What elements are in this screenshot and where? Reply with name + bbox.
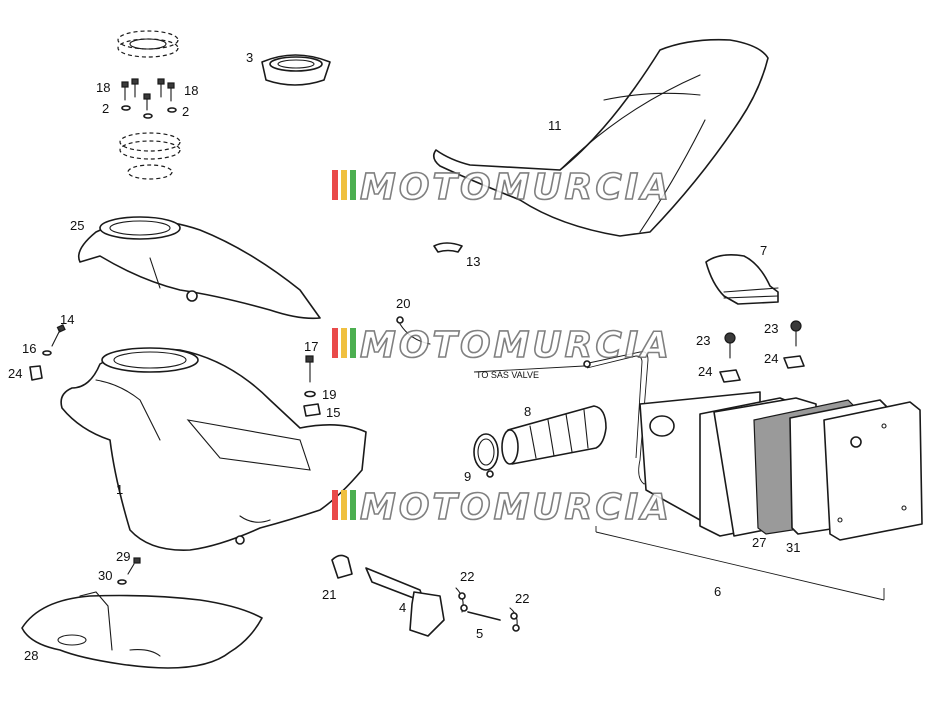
watermark-middle: MOTOMURCIA (332, 324, 672, 367)
callout-27: 27 (752, 535, 766, 550)
callout-6: 6 (714, 584, 721, 599)
callout-21: 21 (322, 587, 336, 602)
callout-3: 3 (246, 50, 253, 65)
airbox-hardware (719, 320, 805, 383)
callout-4: 4 (399, 600, 406, 615)
callout-22: 22 (460, 569, 474, 584)
callout-22: 22 (515, 591, 529, 606)
callout-9: 9 (464, 469, 471, 484)
callout-2: 2 (182, 104, 189, 119)
callout-14: 14 (60, 312, 74, 327)
callout-29: 29 (116, 549, 130, 564)
callout-11: 11 (548, 118, 562, 133)
callout-23: 23 (764, 321, 778, 336)
fuel-tank-part (60, 347, 367, 551)
callout-23: 23 (696, 333, 710, 348)
grommet-part (261, 54, 331, 86)
callout-15: 15 (326, 405, 340, 420)
callout-30: 30 (98, 568, 112, 583)
callout-19: 19 (322, 387, 336, 402)
callout-28: 28 (24, 648, 38, 663)
watermark-bottom: MOTOMURCIA (332, 486, 672, 529)
fuel-tap-group (331, 554, 520, 637)
callout-7: 7 (760, 243, 767, 258)
tank-cover-part (77, 216, 321, 320)
intake-hose-group (473, 405, 607, 478)
bracket-plate-part (21, 591, 263, 669)
watermark-text: MOTOMURCIA (360, 325, 672, 366)
callout-18: 18 (184, 83, 198, 98)
callout-16: 16 (22, 341, 36, 356)
callout-20: 20 (396, 296, 410, 311)
callout-24: 24 (698, 364, 712, 379)
callout-labels: 1 2 2 3 4 5 6 7 8 9 11 13 14 15 16 17 18… (8, 50, 800, 663)
sas-valve-note: TO SAS VALVE (476, 370, 539, 380)
callout-17: 17 (304, 339, 318, 354)
callout-18: 18 (96, 80, 110, 95)
callout-25: 25 (70, 218, 84, 233)
callout-13: 13 (466, 254, 480, 269)
screw-group (121, 78, 177, 119)
callout-24: 24 (8, 366, 22, 381)
left-hardware (29, 324, 141, 585)
seat-clip-part (433, 242, 463, 253)
airbox-part (595, 391, 923, 601)
callout-2: 2 (102, 101, 109, 116)
watermark-top: MOTOMURCIA (332, 166, 672, 209)
callout-5: 5 (476, 626, 483, 641)
sas-hose (473, 351, 691, 485)
watermark-text: MOTOMURCIA (360, 167, 672, 208)
callout-24: 24 (764, 351, 778, 366)
callout-1: 1 (116, 482, 123, 497)
callout-31: 31 (786, 540, 800, 555)
callout-8: 8 (524, 404, 531, 419)
center-hardware (303, 316, 431, 417)
fuel-cap-assembly (117, 30, 181, 180)
seat-part (432, 38, 769, 237)
valve-cap-part (705, 254, 779, 305)
watermark-text: MOTOMURCIA (360, 487, 672, 528)
